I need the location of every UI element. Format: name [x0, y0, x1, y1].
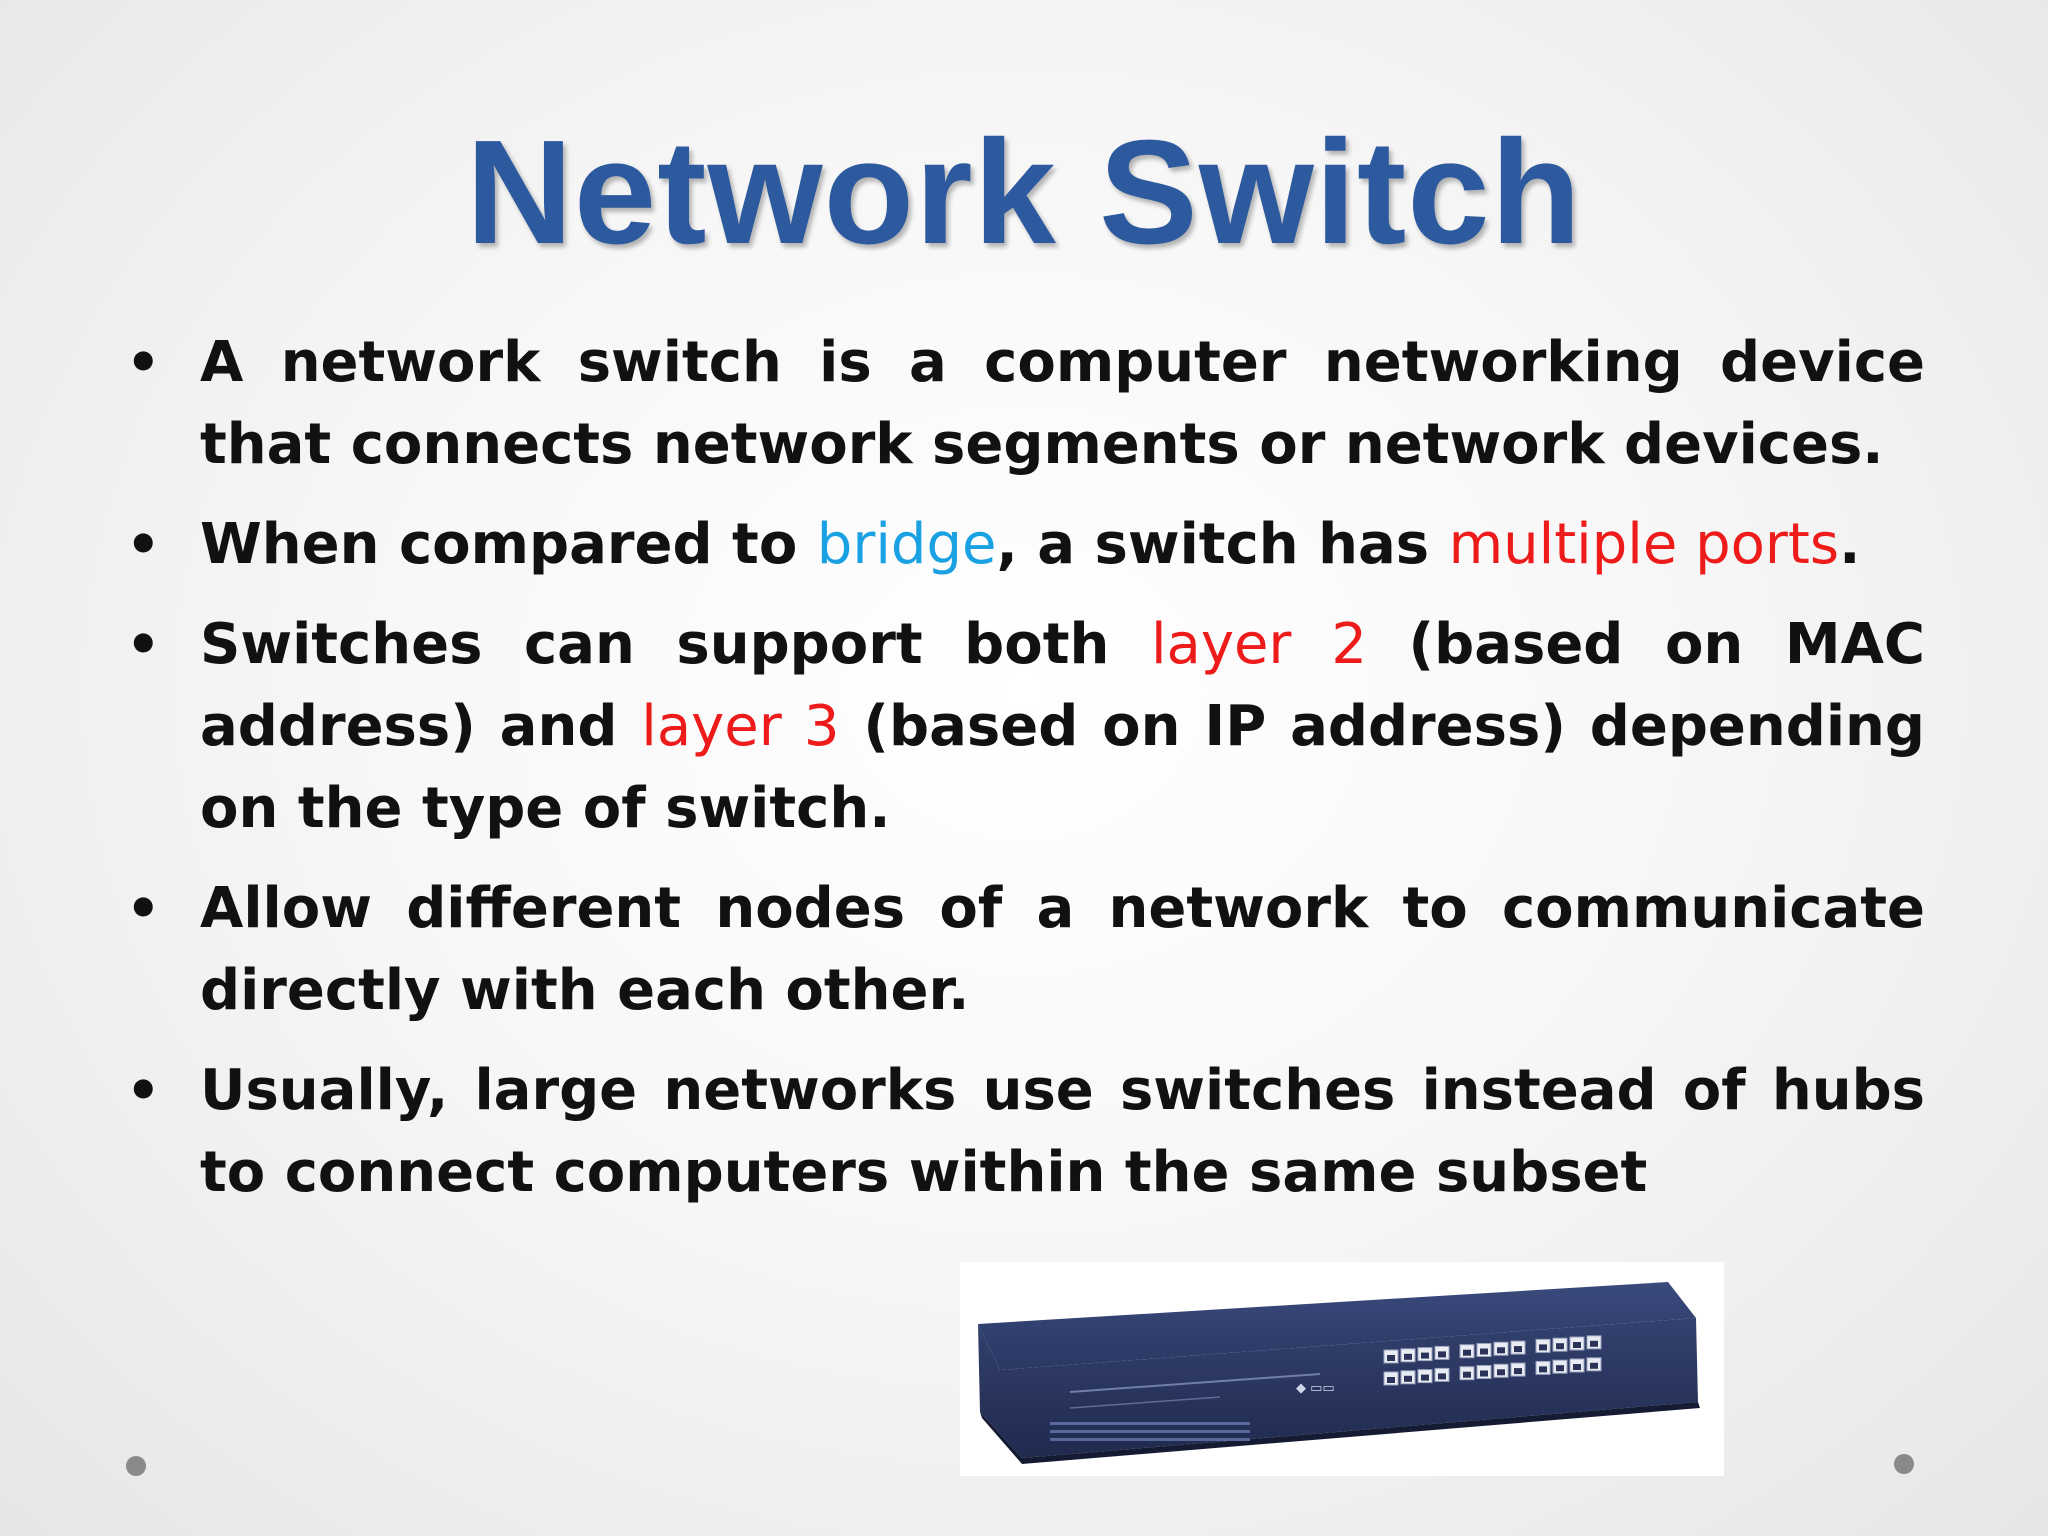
switch-port-socket: [1463, 1371, 1471, 1378]
switch-port-socket: [1387, 1377, 1395, 1383]
bullet-text: (based on MAC address) and: [200, 612, 1926, 759]
switch-port-socket: [1497, 1369, 1505, 1376]
switch-port-socket: [1556, 1365, 1564, 1372]
nav-dot-right: [1894, 1454, 1914, 1474]
bullet-text: Usually, large networks use switches ins…: [200, 1058, 1925, 1205]
bullet-list: • A network switch is a computer network…: [120, 322, 1925, 1232]
bullet-marker: •: [126, 331, 161, 394]
bullet-text: A network switch is a computer networkin…: [200, 330, 1925, 477]
highlight-bridge: bridge: [816, 512, 997, 577]
bullet-item: • When compared to bridge, a switch has …: [120, 504, 1925, 586]
network-switch-image: ◆ ▭▭: [960, 1262, 1724, 1476]
bullet-text: Switches can support both: [200, 612, 1151, 677]
highlight-layer-3: layer 3: [641, 694, 840, 759]
bullet-item: • A network switch is a computer network…: [120, 322, 1925, 486]
switch-port-socket: [1590, 1362, 1598, 1369]
switch-port-socket: [1480, 1370, 1488, 1377]
bullet-text: Allow different nodes of a network to co…: [200, 876, 1925, 1023]
switch-port-socket: [1387, 1355, 1395, 1361]
slide-title: Network Switch: [466, 110, 1582, 275]
bullet-marker: •: [126, 877, 161, 940]
switch-port-socket: [1421, 1352, 1429, 1359]
switch-port-socket: [1480, 1348, 1488, 1355]
switch-port-socket: [1539, 1366, 1547, 1373]
switch-port-socket: [1438, 1373, 1446, 1380]
bullet-marker: •: [126, 613, 161, 676]
switch-port-socket: [1590, 1340, 1598, 1347]
switch-port-socket: [1463, 1349, 1471, 1356]
switch-port-socket: [1556, 1343, 1564, 1350]
bullet-text: , a switch has: [996, 512, 1449, 577]
switch-port-socket: [1421, 1374, 1429, 1381]
svg-text:◆ ▭▭: ◆ ▭▭: [1296, 1381, 1335, 1396]
bullet-text: When compared to: [200, 512, 817, 577]
bullet-item: • Allow different nodes of a network to …: [120, 868, 1925, 1032]
switch-port-socket: [1539, 1344, 1547, 1351]
highlight-layer-2: layer 2: [1150, 612, 1367, 677]
switch-port-socket: [1497, 1347, 1505, 1354]
switch-port-socket: [1404, 1353, 1412, 1360]
bullet-marker: •: [126, 513, 161, 576]
switch-port-socket: [1514, 1368, 1522, 1375]
nav-dot-left: [126, 1456, 146, 1476]
bullet-text: .: [1839, 512, 1861, 577]
switch-port-socket: [1404, 1375, 1412, 1382]
bullet-item: • Usually, large networks use switches i…: [120, 1050, 1925, 1214]
bullet-item: • Switches can support both layer 2 (bas…: [120, 604, 1925, 850]
highlight-multiple-ports: multiple ports: [1448, 512, 1840, 577]
switch-port-socket: [1514, 1346, 1522, 1353]
switch-port-socket: [1438, 1351, 1446, 1358]
network-switch-icon: ◆ ▭▭: [978, 1282, 1700, 1464]
switch-port-socket: [1573, 1342, 1581, 1348]
bullet-text: (based on IP address) depending on the t…: [200, 694, 1926, 841]
switch-port-socket: [1573, 1364, 1581, 1370]
bullet-marker: •: [126, 1059, 161, 1122]
